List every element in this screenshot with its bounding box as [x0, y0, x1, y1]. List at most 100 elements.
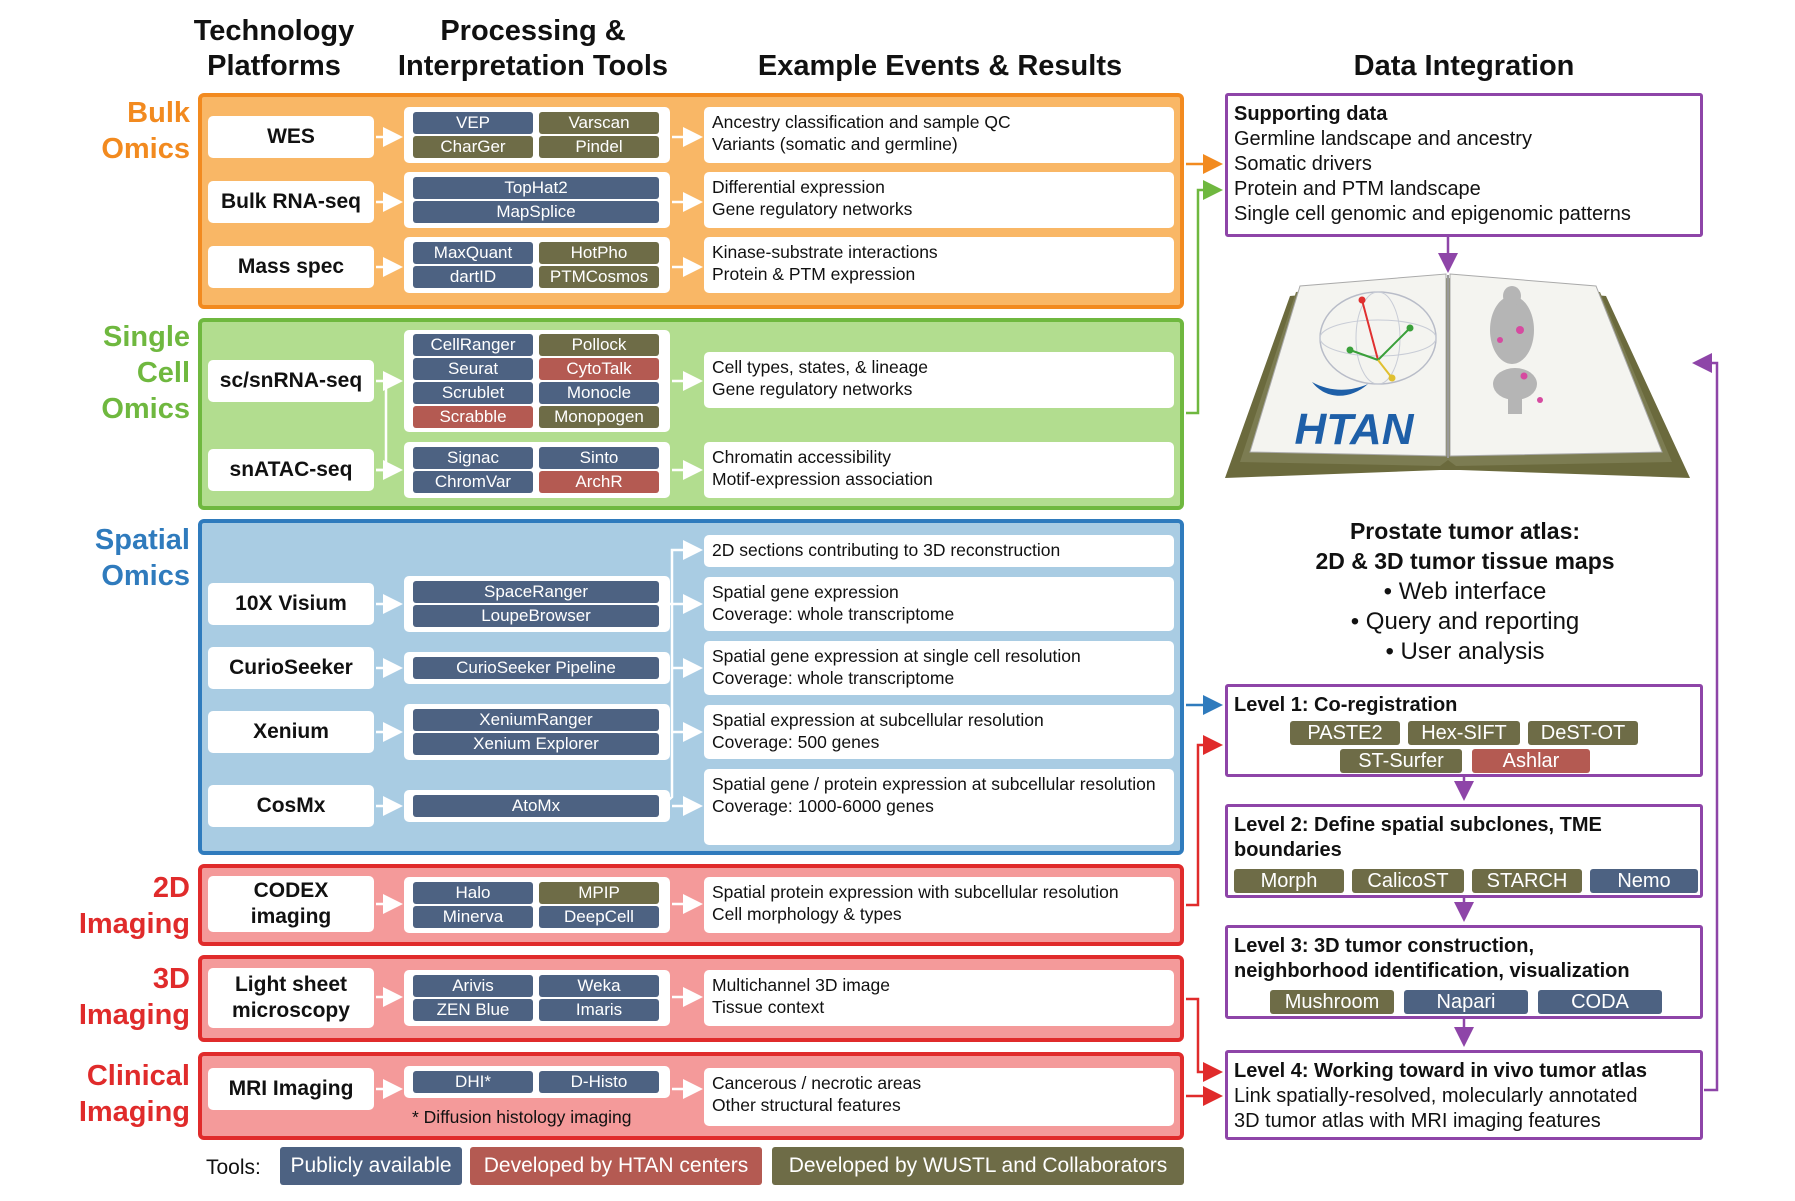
tools-bulk-rna: TopHat2 MapSplice: [404, 172, 670, 228]
single-label-line1: Single: [102, 321, 190, 353]
platforms-header-line2: Platforms: [207, 50, 341, 82]
result-mri-line2: Other structural features: [712, 1095, 901, 1115]
legend-htan: Developed by HTAN centers: [470, 1147, 762, 1185]
tools-header: Processing & Interpretation Tools: [378, 14, 688, 84]
tools-mri: DHI* D-Histo: [404, 1066, 670, 1098]
tool-atomx: AtoMx: [413, 795, 659, 817]
level4-line-1: Link spatially-resolved, molecularly ann…: [1234, 1085, 1638, 1107]
level2-title-line1: Level 2: Define spatial subclones, TME: [1234, 814, 1602, 836]
supporting-line-2: Somatic drivers: [1234, 153, 1372, 175]
tools-snatac: Signac Sinto ChromVar ArchR: [404, 442, 670, 498]
spatial-label-line2: Omics: [101, 560, 190, 592]
tool-d-histo: D-Histo: [539, 1071, 659, 1093]
level3-title-line2: neighborhood identification, visualizati…: [1234, 960, 1630, 982]
tool-zen-blue: ZEN Blue: [413, 999, 533, 1021]
result-2d-sections: 2D sections contributing to 3D reconstru…: [704, 535, 1174, 567]
platform-lightsheet-line2: microscopy: [232, 999, 350, 1022]
result-curio: Spatial gene expression at single cell r…: [704, 641, 1174, 695]
level2-box: Level 2: Define spatial subclones, TME b…: [1225, 804, 1703, 898]
imaging2d-label-line2: Imaging: [78, 908, 190, 940]
result-curio-line1: Spatial gene expression at single cell r…: [712, 646, 1081, 666]
bulk-label-line1: Bulk: [127, 97, 190, 129]
result-mass-spec: Kinase-substrate interactions Protein & …: [704, 237, 1174, 293]
result-bulk-rna: Differential expression Gene regulatory …: [704, 172, 1174, 228]
result-lightsheet-line1: Multichannel 3D image: [712, 975, 891, 995]
level4-box: Level 4: Working toward in vivo tumor at…: [1225, 1050, 1703, 1140]
supporting-line-3: Protein and PTM landscape: [1234, 178, 1481, 200]
result-codex: Spatial protein expression with subcellu…: [704, 877, 1174, 933]
tool-seurat: Seurat: [413, 358, 533, 380]
result-cosmx-line2: Coverage: 1000-6000 genes: [712, 796, 934, 816]
platform-xenium: Xenium: [208, 711, 374, 753]
tool-napari: Napari: [1404, 990, 1528, 1014]
legend-public: Publicly available: [280, 1147, 462, 1185]
tool-cytotalk: CytoTalk: [539, 358, 659, 380]
platforms-header-line1: Technology: [193, 15, 355, 47]
tool-mushroom: Mushroom: [1270, 990, 1394, 1014]
tool-minerva: Minerva: [413, 906, 533, 928]
legend-wustl: Developed by WUSTL and Collaborators: [772, 1147, 1184, 1185]
imaging3d-label-line2: Imaging: [78, 999, 190, 1031]
dhi-footnote: * Diffusion histology imaging: [412, 1107, 632, 1127]
legend-label: Tools:: [206, 1156, 261, 1179]
tool-varscan: Varscan: [539, 112, 659, 134]
spatial-omics-label: Spatial Omics: [30, 522, 190, 594]
tool-pindel: Pindel: [539, 136, 659, 158]
tool-dartid: dartID: [413, 266, 533, 288]
tool-arivis: Arivis: [413, 975, 533, 997]
result-xenium: Spatial expression at subcellular resolu…: [704, 705, 1174, 759]
tool-vep: VEP: [413, 112, 533, 134]
result-xenium-line1: Spatial expression at subcellular resolu…: [712, 710, 1044, 730]
result-scrna-line1: Cell types, states, & lineage: [712, 357, 928, 377]
platform-curioseeker: CurioSeeker: [208, 647, 374, 689]
level2-title-line2: boundaries: [1234, 839, 1342, 861]
platforms-header: Technology Platforms: [180, 14, 368, 84]
clinical-imaging-label: Clinical Imaging: [30, 1058, 190, 1130]
tool-dhi: DHI*: [413, 1071, 533, 1093]
platform-cosmx: CosMx: [208, 785, 374, 827]
tools-cosmx: AtoMx: [404, 790, 670, 822]
result-wes-line2: Variants (somatic and germline): [712, 134, 958, 154]
tool-paste2: PASTE2: [1290, 721, 1400, 745]
result-cosmx-line1: Spatial gene / protein expression at sub…: [712, 774, 1156, 794]
tool-nemo: Nemo: [1590, 869, 1698, 893]
tool-imaris: Imaris: [539, 999, 659, 1021]
atlas-bullet-1: • Web interface: [1383, 578, 1547, 605]
tool-weka: Weka: [539, 975, 659, 997]
tools-lightsheet: Arivis Weka ZEN Blue Imaris: [404, 970, 670, 1026]
result-mri: Cancerous / necrotic areas Other structu…: [704, 1068, 1174, 1126]
tool-sinto: Sinto: [539, 447, 659, 469]
result-scrna: Cell types, states, & lineage Gene regul…: [704, 352, 1174, 408]
tool-pollock: Pollock: [539, 334, 659, 356]
level3-title-line1: Level 3: 3D tumor construction,: [1234, 935, 1535, 957]
tool-scrabble: Scrabble: [413, 406, 533, 428]
tool-monopogen: Monopogen: [539, 406, 659, 428]
supporting-data-title: Supporting data: [1234, 103, 1388, 125]
tool-charger: CharGer: [413, 136, 533, 158]
imaging2d-label-line1: 2D: [152, 872, 190, 904]
bulk-label-line2: Omics: [101, 133, 190, 165]
result-visium-line2: Coverage: whole transcriptome: [712, 604, 955, 624]
tool-xeniumranger: XeniumRanger: [413, 709, 659, 731]
tool-cellranger: CellRanger: [413, 334, 533, 356]
bulk-omics-label: Bulk Omics: [30, 95, 190, 167]
tools-mass-spec: MaxQuant HotPho dartID PTMCosmos: [404, 237, 670, 293]
tools-visium: SpaceRanger LoupeBrowser: [404, 576, 670, 632]
result-wes: Ancestry classification and sample QC Va…: [704, 107, 1174, 163]
tool-signac: Signac: [413, 447, 533, 469]
platform-wes: WES: [208, 116, 374, 158]
tool-spaceranger: SpaceRanger: [413, 581, 659, 603]
level1-box: Level 1: Co-registration PASTE2 Hex-SIFT…: [1225, 684, 1703, 777]
imaging-2d-label: 2D Imaging: [30, 870, 190, 942]
tool-loupebrowser: LoupeBrowser: [413, 605, 659, 627]
tool-hotpho: HotPho: [539, 242, 659, 264]
result-mri-line1: Cancerous / necrotic areas: [712, 1073, 922, 1093]
tools-header-line2: Interpretation Tools: [397, 50, 669, 82]
tool-mpip: MPIP: [539, 882, 659, 904]
tool-archr: ArchR: [539, 471, 659, 493]
tool-scrublet: Scrublet: [413, 382, 533, 404]
supporting-data-box: Supporting data Germline landscape and a…: [1225, 93, 1703, 237]
tools-xenium: XeniumRanger Xenium Explorer: [404, 704, 670, 760]
tool-calicost: CalicoST: [1352, 869, 1464, 893]
